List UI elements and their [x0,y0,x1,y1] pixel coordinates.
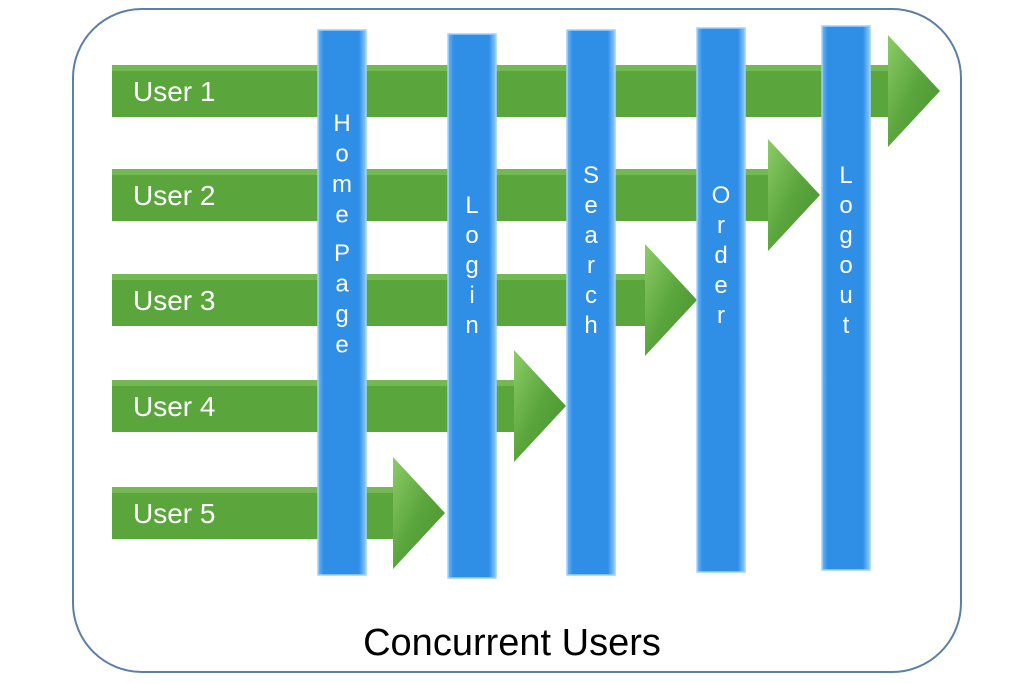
user-label: User 4 [133,391,215,422]
user-arrow [112,139,820,251]
stage-bar [317,29,367,576]
stage-bar-login [447,33,497,579]
stage-letter: i [469,282,474,309]
stage-letter: e [335,332,348,359]
arrow-shaft [112,274,647,326]
arrow-shaft-highlight [112,380,516,386]
arrow-shaft-highlight [112,274,647,280]
stage-letter: O [712,182,731,209]
stage-letter: d [714,242,727,269]
user-label: User 3 [133,285,215,316]
user-label: User 1 [133,76,215,107]
stage-letter: H [333,110,350,137]
stage-letter: e [714,272,727,299]
stage-letter: r [717,212,725,239]
stage-bar-logout [821,25,871,571]
stage-letter: r [717,302,725,329]
stage-letter: o [839,252,852,279]
arrow-head [514,350,566,462]
stage-letter: o [839,192,852,219]
stage-letter: g [335,301,348,328]
stage-letter: e [584,192,597,219]
user-label: User 5 [133,498,215,529]
user-label: User 2 [133,180,215,211]
stage-letter: P [334,240,350,267]
stage-letter: g [839,222,852,249]
stage-letter: t [843,312,850,339]
diagram-caption: Concurrent Users [363,622,661,664]
stage-bar-search [566,29,616,576]
stage-letter: o [465,222,478,249]
stage-bar-order [696,27,746,573]
arrow-head [393,457,445,569]
stage-bar [696,27,746,573]
stage-bar-home-page [317,29,367,576]
stage-letter: m [332,171,352,198]
arrow-shaft-highlight [112,169,770,175]
arrow-shaft-highlight [112,65,890,71]
arrow-head [768,139,820,251]
stage-letter: h [584,312,597,339]
stage-bar [447,33,497,579]
stage-letter: r [587,252,595,279]
stage-bar [821,25,871,571]
stage-letter: o [335,141,348,168]
stage-letter: n [465,312,478,339]
user-arrow [112,35,940,147]
user-arrow [112,244,697,356]
arrow-head [888,35,940,147]
stage-letter: u [839,282,852,309]
stage-letter: a [584,222,598,249]
stage-letter: L [839,162,852,189]
stage-letter: e [335,202,348,229]
stage-letter: c [585,282,597,309]
diagram-frame [72,8,962,673]
arrow-shaft-highlight [112,487,395,493]
arrow-shaft [112,65,890,117]
stage-bar [566,29,616,576]
stage-letter: g [465,252,478,279]
stage-letter: a [335,271,349,298]
arrow-shaft [112,169,770,221]
stage-letter: S [583,162,599,189]
stage-letter: L [465,192,478,219]
arrow-head [645,244,697,356]
